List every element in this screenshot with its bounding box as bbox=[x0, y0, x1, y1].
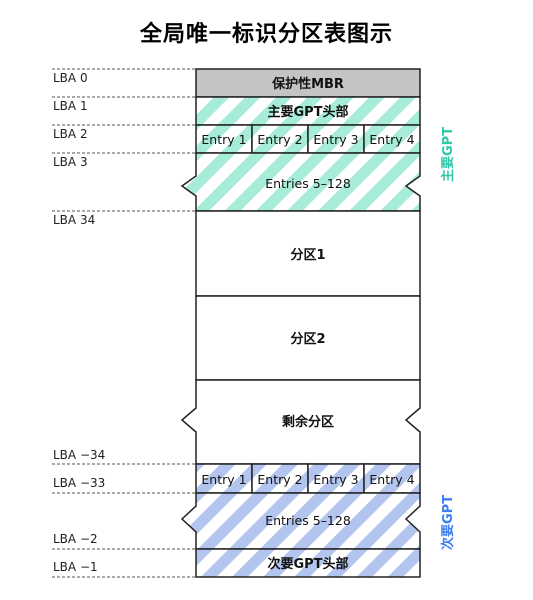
remaining-partitions-label: 剩余分区 bbox=[282, 414, 334, 430]
primary-entries-row: Entry 1 Entry 2 Entry 3 Entry 4 bbox=[195, 124, 421, 154]
primary-entry-label: Entry 1 bbox=[201, 132, 246, 147]
primary-entry-label: Entry 3 bbox=[313, 132, 358, 147]
partition-2-block bbox=[195, 295, 421, 381]
partition-1-block bbox=[195, 210, 421, 297]
primary-entry-label: Entry 4 bbox=[369, 132, 414, 147]
secondary-gpt-side-label: 次要GPT bbox=[440, 495, 456, 550]
lba-label: LBA 2 bbox=[53, 127, 88, 141]
secondary-entry-label: Entry 3 bbox=[313, 472, 358, 487]
lba-label: LBA 3 bbox=[53, 155, 88, 169]
protective-mbr-block bbox=[195, 68, 421, 98]
partition-1-label: 分区1 bbox=[290, 247, 325, 263]
lba-label: LBA 1 bbox=[53, 99, 88, 113]
secondary-entry-cell bbox=[363, 463, 421, 494]
secondary-entry-cell bbox=[195, 463, 253, 494]
primary-entry-label: Entry 2 bbox=[257, 132, 302, 147]
diagram-title: 全局唯一标识分区表图示 bbox=[139, 22, 393, 47]
lba-guide-lines bbox=[52, 68, 196, 578]
primary-gpt-side-label: 主要GPT bbox=[440, 127, 456, 182]
secondary-entries-rest-label: Entries 5–128 bbox=[265, 513, 351, 528]
lba-label: LBA −2 bbox=[53, 532, 98, 546]
partition-2-label: 分区2 bbox=[290, 331, 325, 347]
secondary-entry-label: Entry 2 bbox=[257, 472, 302, 487]
secondary-gpt-header-label: 次要GPT头部 bbox=[267, 556, 348, 572]
protective-mbr-label: 保护性MBR bbox=[271, 76, 344, 92]
lba-label: LBA −1 bbox=[53, 560, 98, 574]
lba-label: LBA −33 bbox=[53, 476, 105, 490]
secondary-entries-row: Entry 1 Entry 2 Entry 3 Entry 4 bbox=[195, 463, 421, 494]
primary-entries-rest-label: Entries 5–128 bbox=[265, 176, 351, 191]
secondary-gpt-header-block bbox=[195, 548, 421, 578]
primary-gpt-header-label: 主要GPT头部 bbox=[267, 104, 348, 120]
lba-label: LBA 34 bbox=[53, 213, 95, 227]
lba-labels: LBA 0 LBA 1 LBA 2 LBA 3 LBA 34 LBA −34 L… bbox=[53, 71, 105, 574]
secondary-entry-label: Entry 4 bbox=[369, 472, 414, 487]
lba-label: LBA −34 bbox=[53, 448, 105, 462]
secondary-entry-label: Entry 1 bbox=[201, 472, 246, 487]
lba-label: LBA 0 bbox=[53, 71, 88, 85]
